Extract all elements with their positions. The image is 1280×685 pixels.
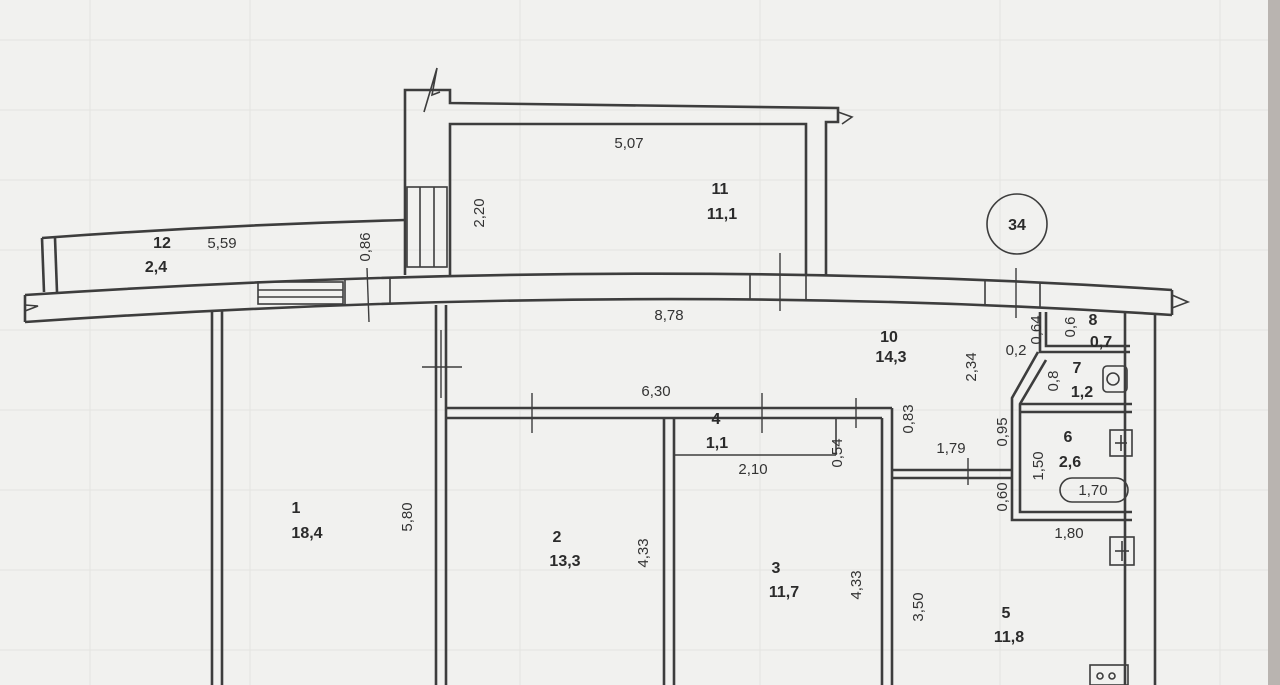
interior-walls	[210, 305, 1157, 685]
dim-bath-b: 0,60	[994, 482, 1011, 511]
stove-icon	[1089, 664, 1129, 685]
room-7-number: 7	[1073, 360, 1082, 377]
room-3-number: 3	[772, 560, 781, 577]
dim-wc-d: 0,6	[1062, 317, 1079, 338]
room-10-number: 10	[880, 329, 898, 346]
room-12-number: 12	[153, 235, 171, 252]
dimension-labels: 5,07 2,20 5,59 0,86 8,78 6,30 5,80 4,33 …	[207, 135, 1107, 622]
room-8-area: 0,7	[1090, 334, 1112, 351]
room-12-area: 2,4	[145, 259, 167, 276]
dim-wc-b: 0,2	[1006, 342, 1027, 359]
room-2-number: 2	[553, 529, 562, 546]
room-1-area: 18,4	[291, 525, 322, 542]
room-4-area: 1,1	[706, 435, 728, 452]
dim-balcony12-length: 5,59	[207, 235, 236, 252]
dim-bath-depth: 1,50	[1030, 451, 1047, 480]
dim-closet-width: 2,10	[738, 461, 767, 478]
room-5-number: 5	[1002, 605, 1011, 622]
dim-hall-a: 0,83	[900, 404, 917, 433]
balcony-12-walls	[40, 218, 406, 293]
facade-walls	[23, 272, 1191, 324]
kitchen-sink-icon	[1109, 536, 1135, 566]
room-1-number: 1	[292, 500, 301, 517]
dim-hall-b: 2,34	[963, 352, 980, 381]
room-3-area: 11,7	[769, 584, 799, 601]
door-ticks	[366, 253, 1017, 485]
paper-edge	[1268, 0, 1280, 685]
dim-closet-depth: 0,54	[829, 438, 846, 467]
dim-corridor-inner: 6,30	[641, 383, 670, 400]
room-labels: 1 18,4 2 13,3 3 11,7 4 1,1 5 11,8 6 2,6 …	[145, 181, 1112, 646]
room-11-number: 11	[712, 181, 729, 198]
dim-wc-c: 0,64	[1028, 315, 1045, 344]
dim-bath-width: 1,80	[1054, 525, 1083, 542]
fixtures	[1059, 365, 1135, 685]
dim-balcony11-depth: 2,20	[471, 198, 488, 227]
room-4-number: 4	[712, 411, 721, 428]
room-6-area: 2,6	[1059, 454, 1081, 471]
room-11-area: 11,1	[707, 206, 737, 223]
room-10-area: 14,3	[875, 349, 906, 366]
dim-room5-depth: 3,50	[910, 592, 927, 621]
dim-room3-depth: 4,33	[848, 570, 865, 599]
apartment-number: 34	[1008, 217, 1026, 234]
bathtub-icon	[1059, 477, 1129, 503]
dim-bath-a: 0,95	[994, 417, 1011, 446]
dim-corridor-length: 8,78	[654, 307, 683, 324]
dim-balcony11-length: 5,07	[614, 135, 643, 152]
wc-icon	[1102, 365, 1128, 393]
dim-room1-depth: 5,80	[399, 502, 416, 531]
dim-tub-length: 1,70	[1078, 482, 1107, 499]
room-6-number: 6	[1064, 429, 1073, 446]
dim-hall-c: 1,79	[936, 440, 965, 457]
dim-wc-a: 0,8	[1045, 371, 1062, 392]
dim-balcony12-depth: 0,86	[357, 232, 374, 261]
sink-icon	[1109, 429, 1133, 457]
room-2-area: 13,3	[549, 553, 580, 570]
room-5-area: 11,8	[994, 629, 1024, 646]
room-8-number: 8	[1089, 312, 1098, 329]
balcony-11-walls	[403, 67, 854, 275]
room-7-area: 1,2	[1071, 384, 1093, 401]
apartment-number-badge: 34	[986, 193, 1048, 255]
dim-room2-depth: 4,33	[635, 538, 652, 567]
